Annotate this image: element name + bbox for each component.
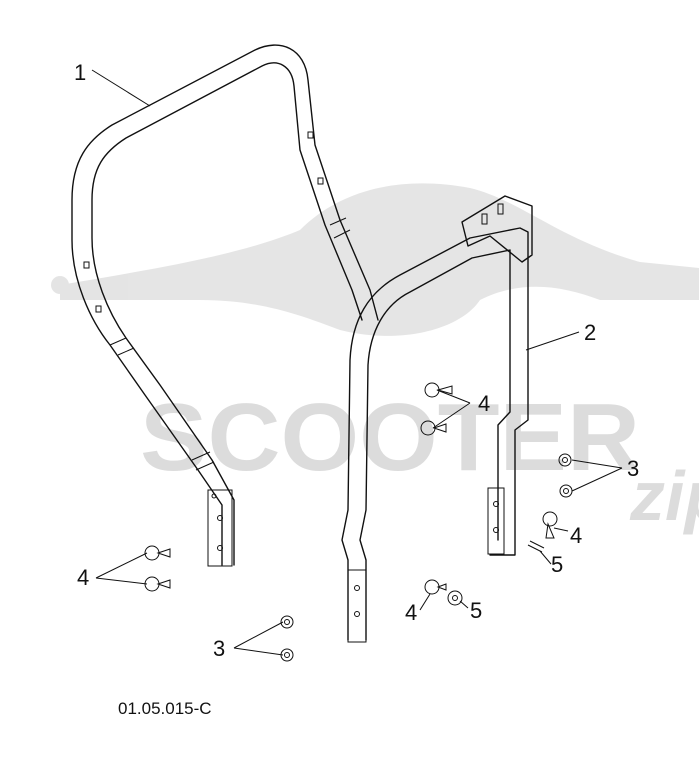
bolt-4-c [144, 545, 171, 561]
leader-4-left [95, 552, 148, 585]
fasteners [144, 382, 573, 662]
frame-1-hole-1 [217, 515, 223, 521]
callout-3-left: 3 [213, 636, 225, 661]
frame-2-bracket-plate [461, 195, 533, 263]
frame-1-joint-1 [109, 337, 135, 356]
callout-3-right: 3 [627, 456, 639, 481]
leader-4-bottom [419, 593, 431, 611]
frame-1-tab-2 [95, 305, 102, 313]
callout-5-right: 5 [551, 552, 563, 577]
washer-5 [447, 590, 463, 606]
frame-2-lower-bracket [347, 569, 367, 643]
leader-1 [91, 69, 151, 107]
watermark-script: zip [629, 457, 699, 535]
callout-2: 2 [584, 320, 596, 345]
frame-part-2 [341, 195, 533, 643]
watermark: SCOOTER zip [51, 183, 699, 535]
callout-1: 1 [74, 60, 86, 85]
frame-1-tab-3 [307, 131, 314, 139]
leader-3-right [571, 459, 623, 492]
bolt-4-b [420, 420, 447, 436]
frame-2-hole-4 [493, 527, 499, 533]
leader-3-left [233, 621, 284, 656]
leader-5-bottom [459, 600, 469, 609]
leader-5-right [539, 550, 552, 565]
frame-2-inner [359, 249, 511, 641]
nut-3-a [558, 453, 572, 467]
frame-2-stud-1 [481, 213, 488, 225]
callout-4-left: 4 [77, 565, 89, 590]
callout-4-bottom: 4 [405, 600, 417, 625]
frame-2-outer [341, 227, 529, 641]
frame-2-hole-2 [354, 611, 360, 617]
watermark-swoosh [60, 183, 699, 336]
frame-1-inner [91, 62, 363, 566]
leader-4-mid [432, 389, 471, 429]
frame-1-tab-1 [83, 261, 90, 269]
frame-2-side-bracket [487, 487, 505, 555]
nut-3-c [280, 615, 294, 629]
frame-2-hole-1 [354, 585, 360, 591]
frame-1-joint-2 [191, 451, 215, 471]
leader-2 [525, 331, 580, 351]
leader-lines [91, 69, 623, 656]
frame-1-joint-3 [329, 217, 351, 239]
bolt-4-f [424, 579, 447, 595]
frame-part-1 [71, 44, 379, 567]
leader-4-right [553, 527, 569, 532]
frame-1-hole-2 [217, 545, 223, 551]
frame-1-hole-3 [211, 493, 217, 499]
frame-1-outer [71, 44, 379, 566]
watermark-dot [51, 276, 69, 294]
callouts: 1 2 3 3 4 4 4 4 5 5 [74, 60, 639, 661]
bolt-4-a [424, 382, 453, 398]
frame-1-bracket [207, 489, 233, 567]
callout-4-mid: 4 [478, 391, 490, 416]
bolt-4-d [144, 576, 171, 592]
callout-4-right: 4 [570, 523, 582, 548]
frame-2-hole-3 [493, 501, 499, 507]
pin-5 [527, 540, 545, 553]
callout-5-bottom: 5 [470, 598, 482, 623]
frame-1-tab-4 [317, 177, 324, 185]
bolt-4-e [542, 511, 558, 539]
drawing-code: 01.05.015-C [118, 699, 212, 718]
watermark-brand: SCOOTER [140, 384, 640, 491]
frame-2-stud-2 [497, 203, 504, 215]
